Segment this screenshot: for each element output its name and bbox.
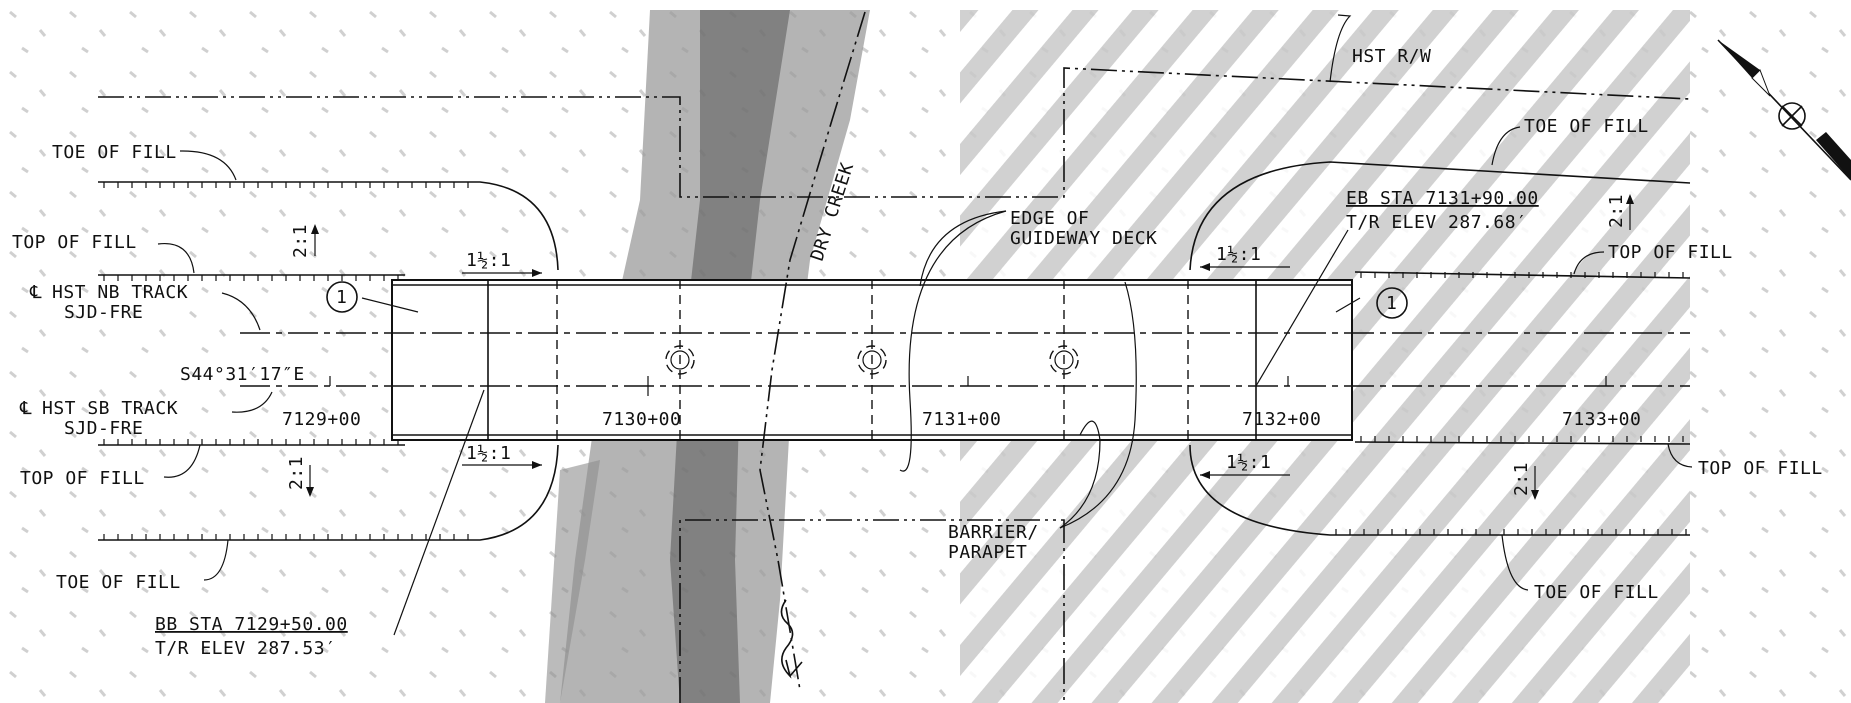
flow-arrow-icon xyxy=(780,599,803,679)
steep-slope-label-sw: 2:1 xyxy=(286,456,307,490)
bearing-label: S44°31′17″E xyxy=(180,364,305,385)
toe-of-fill-label-nw: TOE OF FILL xyxy=(52,142,177,163)
top-of-fill-label-nw: TOP OF FILL xyxy=(12,232,137,253)
steep-slope-label-nw: 2:1 xyxy=(290,224,311,258)
guideway-deck xyxy=(391,279,1353,441)
slope-label-ne: 1½:1 xyxy=(1216,244,1261,265)
edge-label-line2: GUIDEWAY DECK xyxy=(1010,228,1157,249)
nb-track-label: HST NB TRACK xyxy=(52,282,188,303)
station-7133: 7133+00 xyxy=(1562,409,1641,430)
slope-indicators xyxy=(306,194,1634,500)
toe-of-fill-label-se: TOE OF FILL xyxy=(1534,582,1659,603)
eb-elevation-label: T/R ELEV 287.68′ xyxy=(1346,212,1527,233)
toe-of-fill-label-ne: TOE OF FILL xyxy=(1524,116,1649,137)
slope-label-sw: 1½:1 xyxy=(466,443,511,464)
track-centerlines xyxy=(240,332,1690,396)
fill-slope-lines xyxy=(98,161,1691,541)
top-of-fill-label-se: TOP OF FILL xyxy=(1698,458,1823,479)
note-marker-west: 1 xyxy=(326,281,358,313)
right-of-way-lines xyxy=(98,67,1691,703)
sb-track-label: HST SB TRACK xyxy=(42,398,178,419)
svg-text:1: 1 xyxy=(1386,293,1397,314)
station-7129: 7129+00 xyxy=(282,409,361,430)
eb-station-label: EB STA 7131+90.00 xyxy=(1346,188,1539,209)
cl-symbol-nb: ℄ xyxy=(29,282,42,303)
barrier-label-line1: BARRIER/ xyxy=(948,522,1039,543)
fill-slope-ticks xyxy=(103,182,1687,540)
barrier-label-line2: PARAPET xyxy=(948,542,1027,563)
creek-centerline xyxy=(759,11,866,691)
pier-2 xyxy=(857,345,887,375)
steep-slope-label-ne: 2:1 xyxy=(1606,194,1627,228)
slope-label-nw: 1½:1 xyxy=(466,250,511,271)
pier-3 xyxy=(1049,345,1079,375)
annotation-text: TOE OF FILL TOP OF FILL ℄ HST NB TRACK S… xyxy=(12,46,1823,659)
bb-station-label: BB STA 7129+50.00 xyxy=(155,614,348,635)
pier-1 xyxy=(665,345,695,375)
steep-slope-label-se: 2:1 xyxy=(1511,462,1532,496)
toe-of-fill-label-sw: TOE OF FILL xyxy=(56,572,181,593)
sb-track-code: SJD-FRE xyxy=(64,418,143,439)
svg-text:1: 1 xyxy=(336,287,347,308)
hst-rw-label: HST R/W xyxy=(1352,46,1431,67)
note-marker-east: 1 xyxy=(1376,287,1408,319)
bb-elevation-label: T/R ELEV 287.53′ xyxy=(155,638,336,659)
edge-label-line1: EDGE OF xyxy=(1010,208,1089,229)
station-7131: 7131+00 xyxy=(922,409,1001,430)
top-of-fill-label-sw: TOP OF FILL xyxy=(20,468,145,489)
nb-track-code: SJD-FRE xyxy=(64,302,143,323)
slope-label-se: 1½:1 xyxy=(1226,452,1271,473)
top-of-fill-label-ne: TOP OF FILL xyxy=(1608,242,1733,263)
cl-symbol-sb: ℄ xyxy=(19,398,32,419)
station-7132: 7132+00 xyxy=(1242,409,1321,430)
leader-lines xyxy=(157,14,1693,636)
station-7130: 7130+00 xyxy=(602,409,681,430)
north-arrow-icon xyxy=(1717,39,1851,181)
